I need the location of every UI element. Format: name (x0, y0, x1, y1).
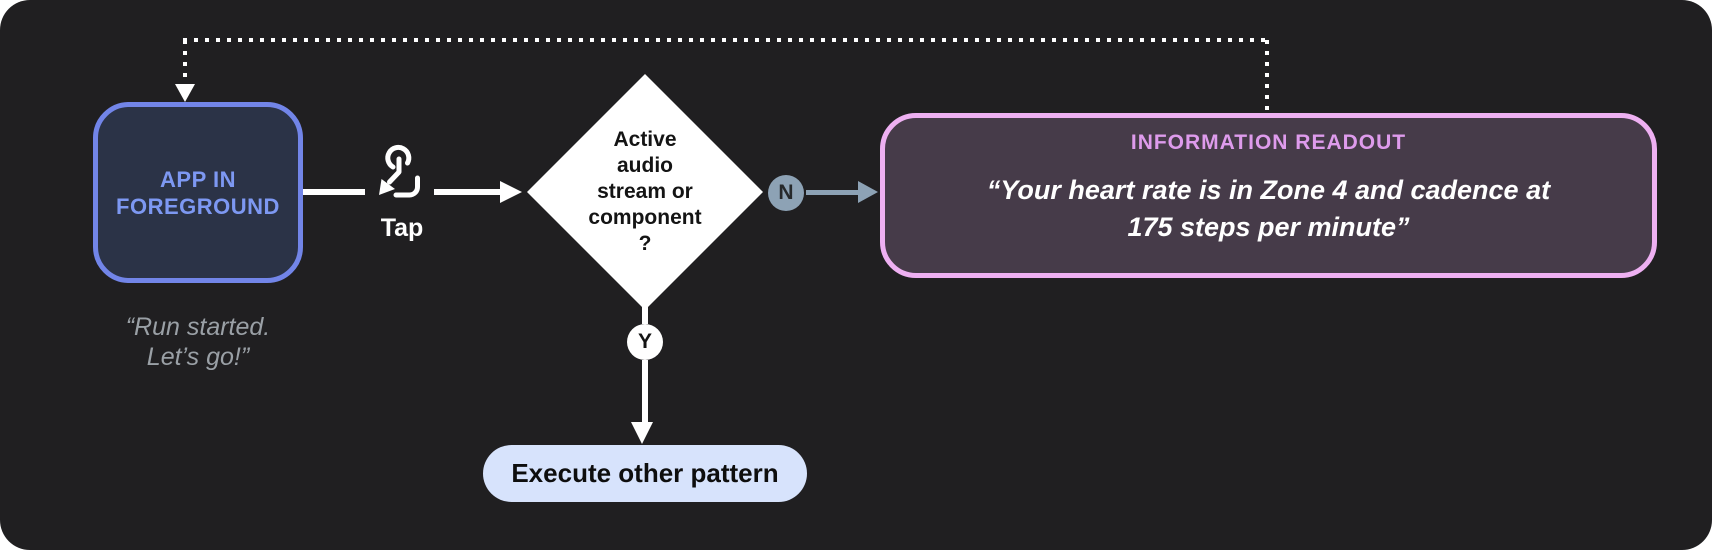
feedback-arrowhead-icon (175, 84, 195, 102)
branch-no-badge: N (768, 175, 804, 211)
branch-no-label: N (778, 181, 794, 204)
connector-decision-to-yes (642, 306, 648, 324)
branch-yes-badge: Y (627, 324, 663, 360)
app-in-foreground-label: APP IN FOREGROUND (116, 166, 280, 219)
feedback-dotted-line-top (183, 38, 1267, 42)
execute-other-pattern-label: Execute other pattern (511, 458, 779, 488)
feedback-dotted-line-right (1265, 40, 1269, 110)
tap-gesture-icon (370, 142, 424, 209)
node-app-in-foreground: APP IN FOREGROUND (93, 102, 303, 283)
app-in-foreground-quote: “Run started. Let’s go!” (125, 313, 271, 371)
tap-label: Tap (380, 214, 424, 242)
feedback-dotted-line-left (183, 40, 187, 84)
node-decision-diamond (527, 74, 763, 310)
connector-yes-to-pill (642, 360, 648, 422)
connector-app-to-tap (303, 189, 365, 195)
information-readout-quote: “Your heart rate is in Zone 4 and cadenc… (986, 175, 1551, 242)
arrowhead-into-pill-icon (631, 422, 653, 444)
connector-no-to-readout (806, 190, 858, 195)
arrowhead-into-decision-icon (500, 181, 522, 203)
arrowhead-into-readout-icon (858, 181, 878, 203)
connector-tap-to-decision (434, 189, 502, 195)
information-readout-title: INFORMATION READOUT (1130, 131, 1407, 154)
node-information-readout: INFORMATION READOUT “Your heart rate is … (880, 113, 1657, 278)
decision-label: Active audio stream or component ? (588, 128, 702, 255)
branch-yes-label: Y (637, 330, 652, 353)
node-execute-other-pattern: Execute other pattern (483, 445, 807, 502)
